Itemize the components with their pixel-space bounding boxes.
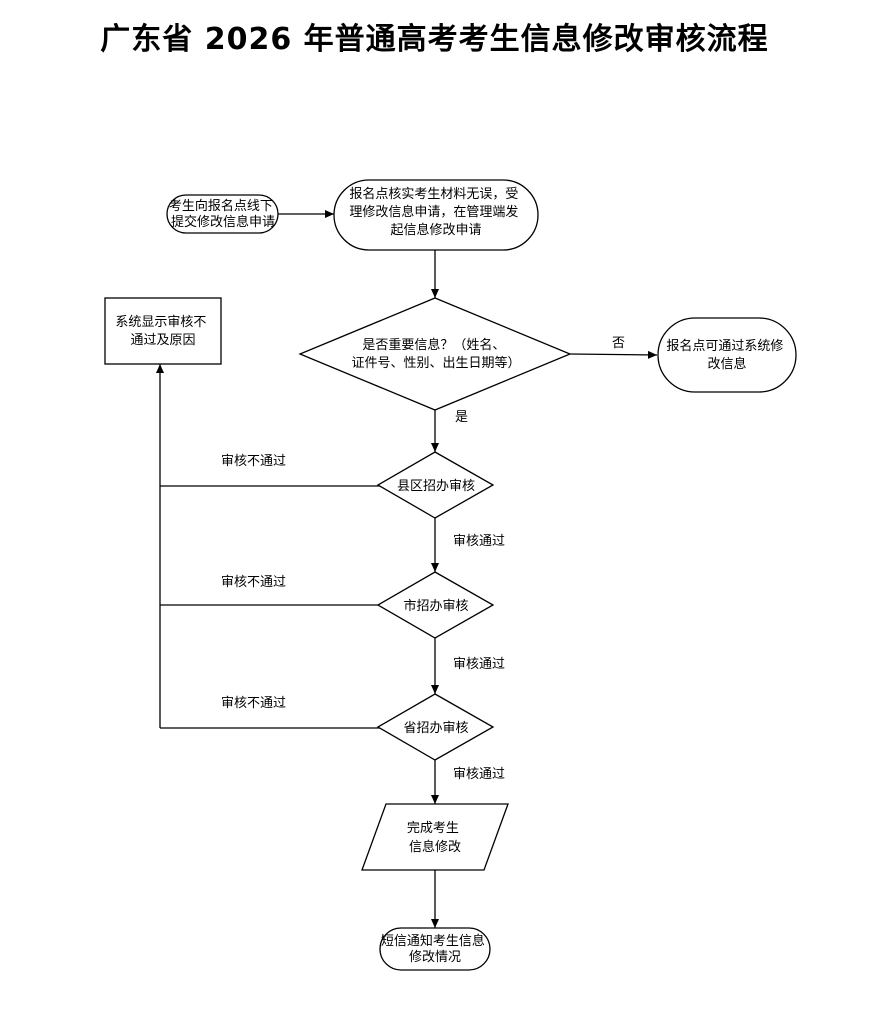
start-node [166, 194, 279, 234]
city-review-node [376, 571, 495, 639]
edge-label-yes: 是 [455, 410, 468, 425]
edge-label-pass-county: 审核通过 [453, 534, 505, 549]
complete-node [361, 803, 509, 871]
page-title: 广东省 2026 年普通高考考生信息修改审核流程 [100, 22, 769, 57]
verify-node-text: 报名点核实考生材料无误，受 理修改信息申请，在管理端发 起信息修改申请 [349, 186, 522, 238]
edge-label-pass-city: 审核通过 [453, 657, 505, 672]
edge-label-no: 否 [612, 336, 625, 351]
complete-node-text: 完成考生 信息修改 [407, 821, 463, 855]
verify-node [333, 179, 539, 251]
decision-node-text: 是否重要信息？（姓名、 证件号、性别、出生日期等） [351, 337, 520, 371]
self-edit-node [657, 317, 797, 393]
sms-node [379, 927, 491, 971]
edge-label-reject-county: 审核不通过 [221, 454, 286, 469]
province-review-text: 省招办审核 [403, 721, 468, 736]
county-review-text: 县区招办审核 [397, 479, 475, 494]
self-edit-node-text: 报名点可通过系统修 改信息 [666, 338, 787, 372]
city-review-text: 市招办审核 [403, 598, 468, 614]
county-review-node [376, 451, 495, 519]
province-review-node [376, 693, 495, 761]
rejected-node [104, 297, 222, 365]
sms-node-text: 短信通知考生信息 修改情况 [381, 933, 489, 965]
edge-decision-to-self-edit [569, 350, 658, 359]
rejected-node-text: 系统显示审核不 通过及原因 [115, 315, 210, 348]
edge-label-reject-city: 审核不通过 [221, 575, 286, 590]
start-node-text: 考生向报名点线下 提交修改信息申请 [169, 198, 277, 230]
decision-node [298, 297, 572, 411]
edge-label-pass-province: 审核通过 [453, 767, 505, 782]
edge-label-reject-province: 审核不通过 [221, 696, 286, 711]
